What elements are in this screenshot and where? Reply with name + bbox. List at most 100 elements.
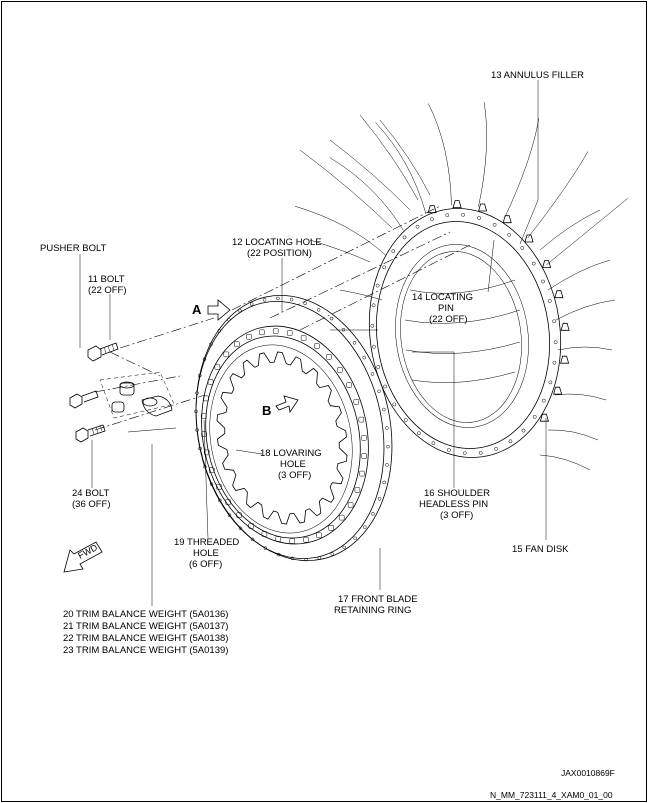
fwd-arrow-icon	[63, 541, 103, 573]
ring-hole	[238, 526, 243, 531]
disk-hole	[547, 299, 552, 303]
label-locating-pin: 14 LOCATING	[412, 292, 473, 303]
disk-hole	[447, 448, 451, 452]
locating-pin	[560, 355, 570, 364]
ring-hole	[227, 513, 232, 517]
locating-pin	[427, 205, 437, 214]
locating-pin	[478, 203, 488, 212]
fan-blade	[478, 102, 487, 207]
disk-hole	[532, 415, 537, 419]
ring-bolt-head	[203, 395, 209, 402]
ring-hole	[317, 556, 322, 560]
alignment-lines	[94, 205, 471, 431]
disk-hole	[541, 398, 546, 403]
ring-bolt-head	[214, 364, 221, 370]
label-pusher-bolt: PUSHER BOLT	[40, 243, 107, 254]
label-lovaring-hole-qty: (3 OFF)	[278, 470, 311, 481]
label-bolt-11: 11 BOLT	[88, 274, 125, 285]
ring-bolt-head	[201, 413, 207, 419]
disk-hole	[417, 431, 421, 436]
label-trim-20: 20 TRIM BALANCE WEIGHT (5A0136)	[63, 609, 228, 620]
ring-hole	[303, 301, 307, 306]
disk-hole	[415, 224, 420, 229]
fan-blade	[539, 454, 591, 471]
ring-hole	[277, 552, 281, 557]
ring-bolt-head	[246, 333, 252, 340]
fan-blade	[329, 157, 404, 231]
disk-hole	[445, 213, 450, 218]
ring-hole	[290, 556, 295, 561]
label-shoulder-pin-b: HEADLESS PIN	[419, 499, 488, 510]
ring-hole	[262, 298, 267, 302]
ring-bolt-head	[261, 531, 268, 537]
ring-hole	[249, 302, 254, 306]
ring-bolt-head	[358, 416, 365, 423]
ring-hole	[352, 341, 357, 345]
ring-bolt-head	[289, 538, 296, 544]
ring-hole	[276, 296, 280, 301]
ring-hole	[289, 297, 294, 302]
ring-hole	[209, 342, 213, 346]
ring-bolt-head	[208, 467, 215, 473]
fan-blade	[547, 259, 611, 291]
disk-hole	[520, 246, 525, 250]
disk-hole	[376, 365, 381, 369]
ring-hole	[227, 317, 231, 322]
ring-hole	[341, 327, 346, 332]
label-shoulder-pin: 16 SHOULDER	[424, 488, 490, 499]
fan-blade	[329, 139, 411, 211]
disk-hole	[430, 217, 434, 222]
label-retaining-ring: 17 FRONT BLADE	[338, 594, 418, 605]
disk-hole	[391, 249, 396, 253]
fan-blade	[539, 209, 601, 251]
ring-bolt-head	[207, 379, 214, 385]
disk-hole	[552, 360, 557, 365]
fan-blade	[547, 429, 599, 441]
disk-hole	[370, 323, 375, 328]
ring-bolt-head	[203, 449, 210, 456]
ring-hole	[385, 463, 389, 467]
ring-hole	[195, 391, 199, 395]
leader-lines	[79, 80, 547, 606]
ring-hole	[377, 497, 382, 501]
ring-bolt-head	[359, 470, 365, 477]
ring-hole	[330, 552, 335, 556]
ring-hole	[203, 464, 207, 469]
ring-hole	[386, 444, 390, 449]
label-shoulder-pin-qty: (3 OFF)	[440, 510, 473, 521]
label-trim-22: 22 TRIM BALANCE WEIGHT (5A0138)	[63, 633, 228, 644]
fan-blade	[554, 393, 607, 401]
disk-hole	[383, 384, 387, 389]
ring-hole	[382, 480, 386, 485]
fan-blade	[309, 239, 371, 263]
ring-hole	[363, 525, 367, 529]
ring-bolt-head	[272, 328, 279, 334]
disk-hole	[521, 428, 526, 433]
label-view-a: A	[192, 302, 202, 317]
ring-bolt-head	[248, 523, 254, 529]
ring-bolt-head	[353, 399, 360, 405]
label-lovaring-hole-b: HOLE	[280, 459, 306, 470]
disk-hole	[552, 319, 556, 324]
locating-pin	[452, 200, 462, 208]
fan-blades	[294, 102, 628, 471]
disk-hole	[402, 235, 407, 240]
bolt-11	[69, 390, 99, 409]
fan-disk-bolt-holes	[370, 212, 558, 456]
ring-hole	[342, 545, 346, 550]
label-trim-21: 21 TRIM BALANCE WEIGHT (5A0137)	[63, 621, 228, 632]
locating-pin	[542, 260, 552, 268]
ring-bolt-head	[314, 343, 320, 349]
ring-hole	[329, 316, 334, 321]
ring-bolt-head	[216, 484, 222, 490]
ring-hole	[217, 329, 221, 333]
disk-hole	[403, 418, 408, 422]
ring-hole	[209, 482, 214, 486]
disk-hole	[508, 439, 513, 444]
disk-hole	[371, 303, 376, 308]
ring-bolt-head	[347, 502, 354, 508]
ring-hole	[371, 512, 375, 516]
fan-blade	[375, 122, 427, 214]
ring-hole	[198, 446, 202, 451]
fan-blade	[428, 103, 452, 206]
